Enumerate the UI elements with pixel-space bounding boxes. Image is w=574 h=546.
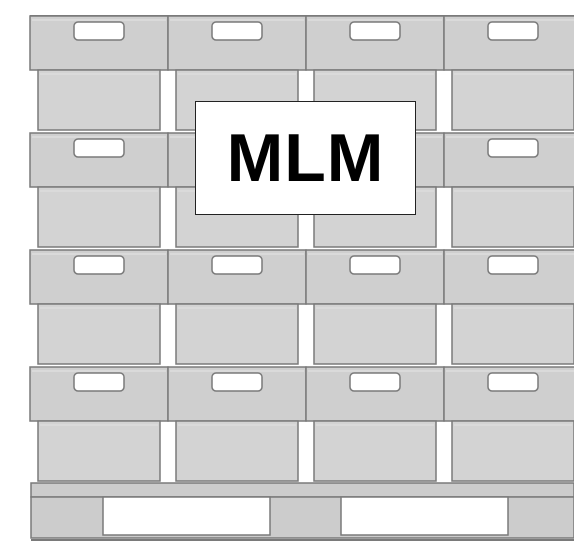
crate-stack bbox=[30, 16, 574, 481]
crate-handle bbox=[350, 22, 400, 40]
crate-handle bbox=[74, 139, 124, 157]
crate-handle bbox=[488, 139, 538, 157]
crate bbox=[444, 133, 574, 247]
crate-handle bbox=[350, 373, 400, 391]
crate bbox=[30, 367, 168, 481]
crate-body bbox=[314, 421, 436, 481]
crate-handle bbox=[488, 22, 538, 40]
pallet-base bbox=[31, 483, 574, 540]
crate bbox=[30, 133, 168, 247]
crate-body bbox=[38, 70, 160, 130]
mlm-label-text: MLM bbox=[227, 124, 385, 192]
crate bbox=[168, 250, 306, 364]
crate bbox=[306, 367, 444, 481]
pallet-top-board bbox=[31, 483, 574, 497]
crate bbox=[444, 16, 574, 130]
crate-handle bbox=[488, 373, 538, 391]
pallet-fork-opening bbox=[103, 497, 270, 535]
crate-handle bbox=[212, 22, 262, 40]
crate bbox=[30, 250, 168, 364]
crate-handle bbox=[212, 373, 262, 391]
crate-body bbox=[176, 304, 298, 364]
pallet-fork-opening bbox=[341, 497, 508, 535]
crate-handle bbox=[74, 256, 124, 274]
crate-body bbox=[452, 421, 574, 481]
crate bbox=[30, 16, 168, 130]
crate-body bbox=[314, 304, 436, 364]
crate bbox=[444, 250, 574, 364]
crate-body bbox=[38, 421, 160, 481]
crate bbox=[306, 250, 444, 364]
crate-body bbox=[452, 70, 574, 130]
crate-handle bbox=[74, 22, 124, 40]
crate-handle bbox=[350, 256, 400, 274]
crate-handle bbox=[212, 256, 262, 274]
crate-handle bbox=[74, 373, 124, 391]
mlm-label-box: MLM bbox=[195, 101, 416, 215]
crate bbox=[168, 367, 306, 481]
crate-handle bbox=[488, 256, 538, 274]
crate bbox=[444, 367, 574, 481]
crate-body bbox=[176, 421, 298, 481]
crate-body bbox=[38, 304, 160, 364]
crate-body bbox=[38, 187, 160, 247]
crate-body bbox=[452, 187, 574, 247]
crate-body bbox=[452, 304, 574, 364]
